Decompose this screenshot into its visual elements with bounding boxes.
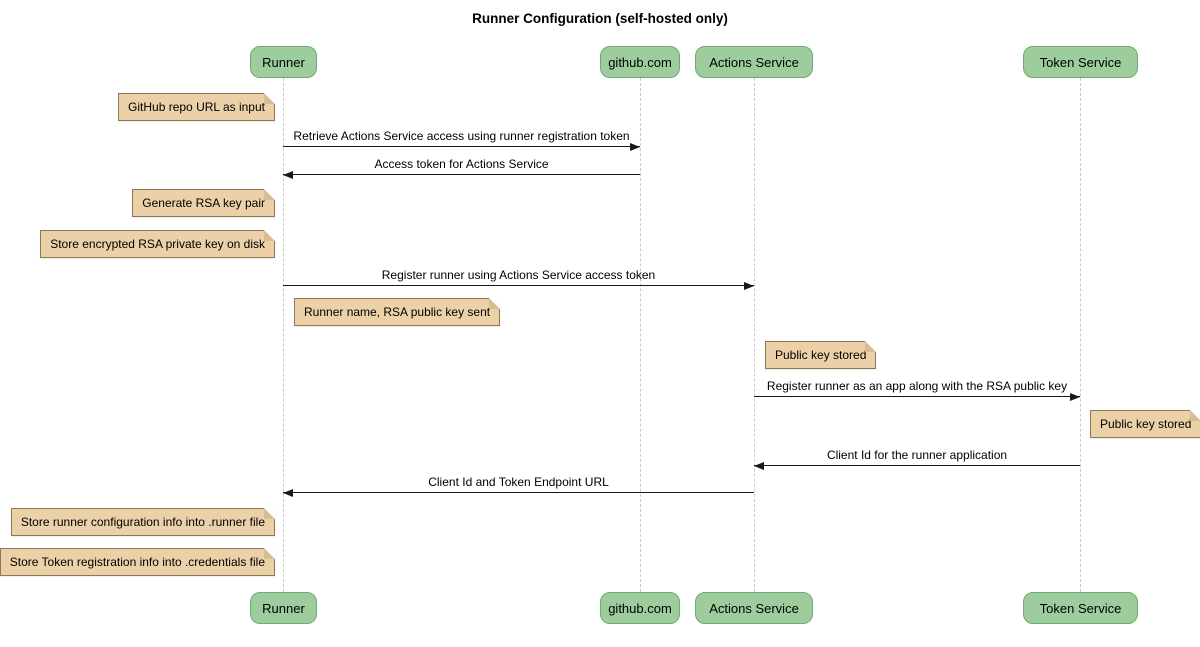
arrowhead-left-icon xyxy=(754,462,764,470)
note-store-private-key: Store encrypted RSA private key on disk xyxy=(40,230,275,258)
message-retrieve-access: Retrieve Actions Service access using ru… xyxy=(283,129,640,151)
message-label: Client Id and Token Endpoint URL xyxy=(428,475,609,489)
lifeline-github xyxy=(640,78,641,592)
participant-actions-service-bottom: Actions Service xyxy=(695,592,813,624)
message-line xyxy=(754,396,1080,397)
note-public-key-stored-actions: Public key stored xyxy=(765,341,877,369)
lifeline-runner xyxy=(283,78,284,592)
participant-token-service-top: Token Service xyxy=(1023,46,1138,78)
message-line xyxy=(283,285,754,286)
message-client-id-endpoint: Client Id and Token Endpoint URL xyxy=(283,475,754,497)
message-register-runner: Register runner using Actions Service ac… xyxy=(283,268,754,290)
arrowhead-left-icon xyxy=(283,171,293,179)
arrowhead-right-icon xyxy=(744,282,754,290)
message-line xyxy=(283,146,640,147)
message-label: Access token for Actions Service xyxy=(374,157,549,171)
participant-runner-top: Runner xyxy=(250,46,317,78)
note-generate-rsa: Generate RSA key pair xyxy=(132,189,275,217)
participant-github-top: github.com xyxy=(600,46,680,78)
note-public-key-stored-token: Public key stored xyxy=(1090,410,1200,438)
message-access-token: Access token for Actions Service xyxy=(283,157,640,179)
participant-token-service-bottom: Token Service xyxy=(1023,592,1138,624)
message-label: Register runner using Actions Service ac… xyxy=(381,268,656,282)
note-store-credentials-file: Store Token registration info into .cred… xyxy=(0,548,276,576)
lifeline-actions-service xyxy=(754,78,755,592)
message-line xyxy=(283,174,640,175)
message-label: Register runner as an app along with the… xyxy=(766,379,1068,393)
message-label: Client Id for the runner application xyxy=(826,448,1008,462)
lifeline-token-service xyxy=(1080,78,1081,592)
diagram-title: Runner Configuration (self-hosted only) xyxy=(472,11,728,26)
note-runner-name-sent: Runner name, RSA public key sent xyxy=(294,298,501,326)
message-client-id: Client Id for the runner application xyxy=(754,448,1080,470)
message-label: Retrieve Actions Service access using ru… xyxy=(293,129,630,143)
arrowhead-left-icon xyxy=(283,489,293,497)
message-line xyxy=(754,465,1080,466)
message-register-app: Register runner as an app along with the… xyxy=(754,379,1080,401)
arrowhead-right-icon xyxy=(1070,393,1080,401)
note-store-runner-file: Store runner configuration info into .ru… xyxy=(10,508,276,536)
participant-actions-service-top: Actions Service xyxy=(695,46,813,78)
participant-runner-bottom: Runner xyxy=(250,592,317,624)
message-line xyxy=(283,492,754,493)
note-github-repo-url: GitHub repo URL as input xyxy=(118,93,275,121)
arrowhead-right-icon xyxy=(630,143,640,151)
participant-github-bottom: github.com xyxy=(600,592,680,624)
